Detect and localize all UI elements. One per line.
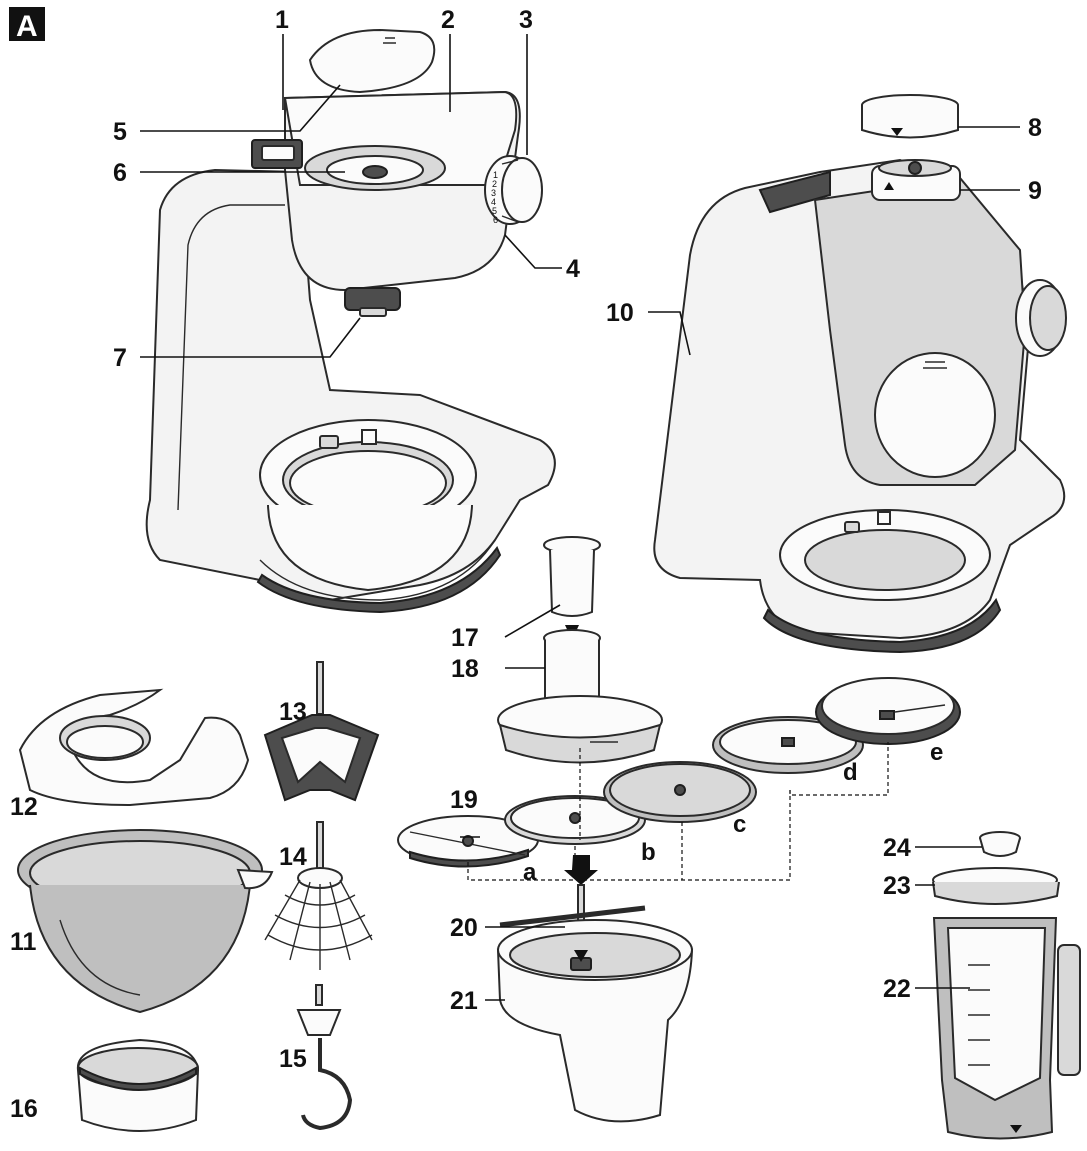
dial-tick-1: 1 [493, 170, 498, 180]
mixer-left: 1 2 3 4 5 6 [145, 28, 556, 614]
splash-guard [18, 688, 250, 807]
callout-14: 14 [279, 843, 307, 871]
callout-7: 7 [113, 344, 127, 372]
disc-label-b: b [641, 839, 656, 866]
slicing-disc-e [815, 677, 961, 745]
kneading-hook [296, 984, 353, 1131]
disc-letters: a b c d e [523, 739, 943, 886]
figure-badge: A [9, 7, 45, 43]
callout-8: 8 [1028, 114, 1042, 142]
callout-17: 17 [451, 624, 479, 652]
callout-11: 11 [10, 928, 37, 956]
speed-dial-ticks: 1 2 3 4 5 6 [491, 170, 498, 225]
mixing-bowl [17, 829, 274, 1014]
callout-24: 24 [883, 834, 911, 862]
callout-3: 3 [519, 6, 533, 34]
dial-tick-6: 6 [493, 215, 498, 225]
grating-disc-c [603, 761, 757, 823]
food-processor-lid [497, 536, 663, 764]
dial-tick-3: 3 [491, 188, 496, 198]
mixer-right [653, 94, 1067, 654]
callout-5: 5 [113, 118, 127, 146]
callout-19: 19 [450, 786, 478, 814]
blender [932, 831, 1081, 1140]
callout-1: 1 [275, 6, 289, 34]
slicing-disc-a [397, 815, 539, 868]
stirring-beater [263, 661, 380, 802]
shredding-disc-b [504, 795, 646, 845]
disc-label-d: d [843, 759, 858, 786]
callout-2: 2 [441, 6, 455, 34]
dial-tick-4: 4 [491, 197, 496, 207]
bowl-cover [76, 1038, 200, 1132]
callout-4: 4 [566, 255, 580, 283]
callout-10: 10 [606, 299, 634, 327]
callout-20: 20 [450, 914, 478, 942]
callout-15: 15 [279, 1045, 307, 1073]
whisk [264, 821, 373, 970]
food-processor-bowl [496, 855, 694, 1123]
callout-6: 6 [113, 159, 127, 187]
disc-label-c: c [733, 811, 746, 838]
disc-label-e: e [930, 739, 943, 766]
grating-disc-d [712, 716, 864, 774]
leader-lines [140, 34, 1020, 1001]
callout-18: 18 [451, 655, 479, 683]
dial-tick-2: 2 [492, 179, 497, 189]
callout-numbers: 1 2 3 4 5 6 7 8 9 10 11 12 13 14 15 16 1… [10, 6, 1042, 1123]
callout-21: 21 [450, 987, 478, 1015]
callout-13: 13 [279, 698, 307, 726]
callout-9: 9 [1028, 177, 1042, 205]
callout-12: 12 [10, 793, 38, 821]
dial-tick-5: 5 [492, 206, 497, 216]
disc-label-a: a [523, 859, 537, 886]
callout-23: 23 [883, 872, 911, 900]
callout-22: 22 [883, 975, 911, 1003]
callout-16: 16 [10, 1095, 38, 1123]
figure-badge-label: A [16, 10, 38, 43]
